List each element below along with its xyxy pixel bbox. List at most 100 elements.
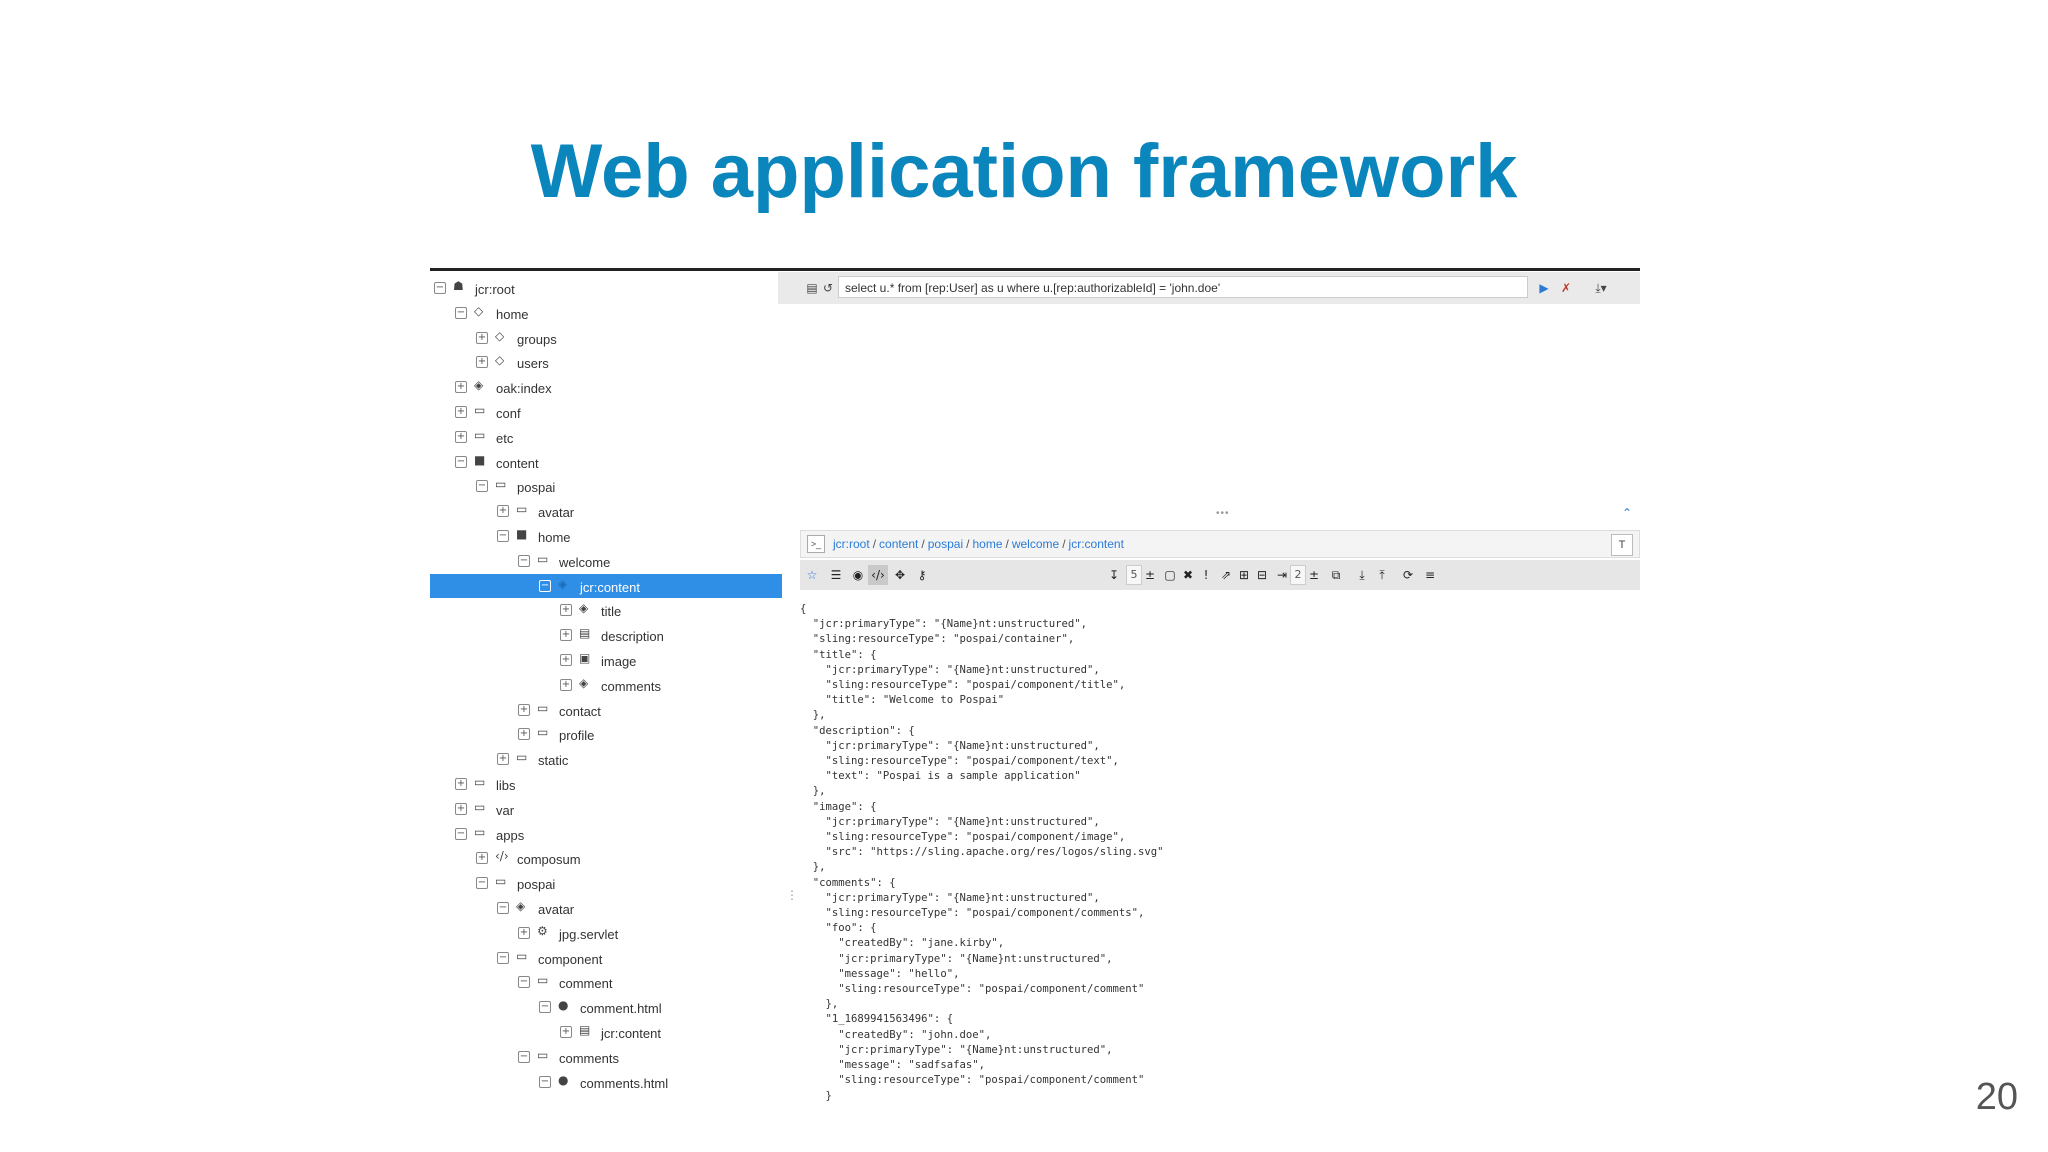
pin-icon[interactable]: ✗ — [1560, 281, 1572, 295]
expand-icon[interactable]: + — [560, 1025, 572, 1038]
tree-node[interactable]: +◈comments — [430, 673, 782, 698]
key-icon[interactable]: ⚷ — [917, 568, 927, 582]
expand-icon[interactable]: + — [518, 703, 530, 716]
tree-node[interactable]: −▭welcome — [430, 549, 782, 574]
tree-node[interactable]: +◇groups — [430, 326, 782, 351]
expand-icon[interactable]: + — [560, 604, 572, 617]
collapse-icon[interactable]: − — [455, 827, 467, 840]
expand-icon[interactable]: + — [560, 629, 572, 642]
collapse-icon[interactable]: − — [497, 901, 509, 914]
tree-node[interactable]: +▭avatar — [430, 499, 782, 524]
expand-icon[interactable]: + — [476, 331, 488, 344]
collapse-icon[interactable]: − — [539, 1001, 551, 1014]
tree-node[interactable]: +◇users — [430, 350, 782, 375]
collapse-icon[interactable]: − — [476, 480, 488, 493]
tree-node[interactable]: +◈title — [430, 598, 782, 623]
external-link-icon[interactable]: ⇗ — [1220, 568, 1232, 582]
tree-node[interactable]: +▣image — [430, 648, 782, 673]
tree-node[interactable]: −◇home — [430, 301, 782, 326]
breadcrumb-item[interactable]: jcr:content — [1068, 537, 1124, 551]
run-query-icon[interactable]: ▶ — [1539, 281, 1549, 295]
tree-node[interactable]: −▭pospai — [430, 474, 782, 499]
expand-icon[interactable]: + — [560, 678, 572, 691]
breadcrumb-item[interactable]: welcome — [1011, 537, 1060, 551]
collapse-icon[interactable]: − — [455, 306, 467, 319]
tree-node[interactable]: −▭pospai — [430, 871, 782, 896]
star-icon[interactable]: ☆ — [806, 568, 818, 582]
move-icon[interactable]: ✥ — [894, 568, 906, 582]
query-input[interactable]: select u.* from [rep:User] as u where u.… — [838, 276, 1528, 298]
breadcrumb-item[interactable]: pospai — [927, 537, 964, 551]
text-mode-button[interactable]: T — [1611, 534, 1633, 556]
minus-box-icon[interactable]: ⊟ — [1256, 568, 1268, 582]
collapse-icon[interactable]: − — [434, 282, 446, 294]
refresh-icon[interactable]: ⟳ — [1402, 568, 1414, 582]
indent-icon[interactable]: ⇥ — [1276, 568, 1288, 582]
collapse-icon[interactable]: − — [539, 1075, 551, 1088]
new-node-icon[interactable]: ▢ — [1164, 568, 1176, 582]
tree-node[interactable]: +◈oak:index — [430, 375, 782, 400]
tree-node[interactable]: −●comments.html — [430, 1070, 782, 1095]
splitter-handle[interactable]: ••• — [1216, 508, 1230, 519]
copy-icon[interactable]: ⧉ — [1331, 568, 1341, 582]
tree-node[interactable]: −◈avatar — [430, 896, 782, 921]
expand-icon[interactable]: + — [455, 777, 467, 790]
tree-node[interactable]: +▭var — [430, 797, 782, 822]
delete-icon[interactable]: ✖ — [1182, 568, 1194, 582]
tree-node[interactable]: +⚙jpg.servlet — [430, 921, 782, 946]
tree-node[interactable]: −●comment.html — [430, 995, 782, 1020]
expand-icon[interactable]: + — [497, 753, 509, 766]
collapse-icon[interactable]: − — [455, 455, 467, 468]
tree-node[interactable]: −■content — [430, 450, 782, 475]
expand-icon[interactable]: + — [518, 728, 530, 741]
sort-icon[interactable]: ↧ — [1108, 568, 1120, 582]
increment-icon[interactable]: ± — [1144, 568, 1156, 582]
eye-icon[interactable]: ◉ — [852, 568, 864, 582]
tree-node[interactable]: +▤jcr:content — [430, 1020, 782, 1045]
menu-icon[interactable]: ≡ — [1424, 568, 1436, 582]
download-icon[interactable]: ⤓ — [1359, 568, 1365, 582]
terminal-icon[interactable]: >_ — [807, 535, 825, 553]
plus-box-icon[interactable]: ⊞ — [1238, 568, 1250, 582]
tree-node[interactable]: +‹/›composum — [430, 846, 782, 871]
tree-node[interactable]: +▭conf — [430, 400, 782, 425]
breadcrumb-item[interactable]: content — [879, 537, 919, 551]
expand-icon[interactable]: + — [455, 430, 467, 443]
expand-up-icon[interactable]: ⌃ — [1621, 506, 1632, 520]
tree-node[interactable]: +▭contact — [430, 698, 782, 723]
tree-node[interactable]: +▭static — [430, 747, 782, 772]
collapse-icon[interactable]: − — [497, 529, 509, 542]
collapse-icon[interactable]: − — [497, 951, 509, 964]
expand-icon[interactable]: + — [476, 356, 488, 369]
clipboard-icon[interactable]: ▤ — [806, 281, 818, 295]
vertical-splitter-handle[interactable]: ⋮ — [786, 888, 798, 902]
tree-node[interactable]: −☗jcr:root — [430, 276, 782, 301]
collapse-icon[interactable]: − — [476, 877, 488, 890]
history-icon[interactable]: ↺ — [822, 281, 834, 295]
expand-icon[interactable]: + — [455, 405, 467, 418]
collapse-icon[interactable]: − — [518, 554, 530, 567]
tree-node[interactable]: −▭apps — [430, 822, 782, 847]
expand-icon[interactable]: + — [518, 926, 530, 939]
tree-node[interactable]: −▭comment — [430, 970, 782, 995]
code-view-icon[interactable]: ‹/› — [868, 565, 888, 585]
collapse-icon[interactable]: − — [518, 976, 530, 989]
tree-node[interactable]: +▤description — [430, 623, 782, 648]
breadcrumb-item[interactable]: jcr:root — [833, 537, 870, 551]
tree-node[interactable]: +▭etc — [430, 425, 782, 450]
tree-node[interactable]: −▭comments — [430, 1045, 782, 1070]
collapse-icon[interactable]: − — [518, 1050, 530, 1063]
download-dropdown-icon[interactable]: ⤓▾ — [1595, 281, 1607, 295]
tree-node[interactable]: −◈jcr:content — [430, 573, 782, 599]
expand-icon[interactable]: + — [455, 381, 467, 394]
increment-b-icon[interactable]: ± — [1308, 568, 1320, 582]
tree-node[interactable]: +▭libs — [430, 772, 782, 797]
tree-node[interactable]: +▭profile — [430, 722, 782, 747]
breadcrumb-item[interactable]: home — [972, 537, 1003, 551]
collapse-icon[interactable]: − — [539, 579, 551, 592]
expand-icon[interactable]: + — [455, 802, 467, 815]
expand-icon[interactable]: + — [560, 653, 572, 666]
list-icon[interactable]: ☰ — [830, 568, 842, 582]
expand-icon[interactable]: + — [476, 852, 488, 865]
tree-node[interactable]: −■home — [430, 524, 782, 549]
